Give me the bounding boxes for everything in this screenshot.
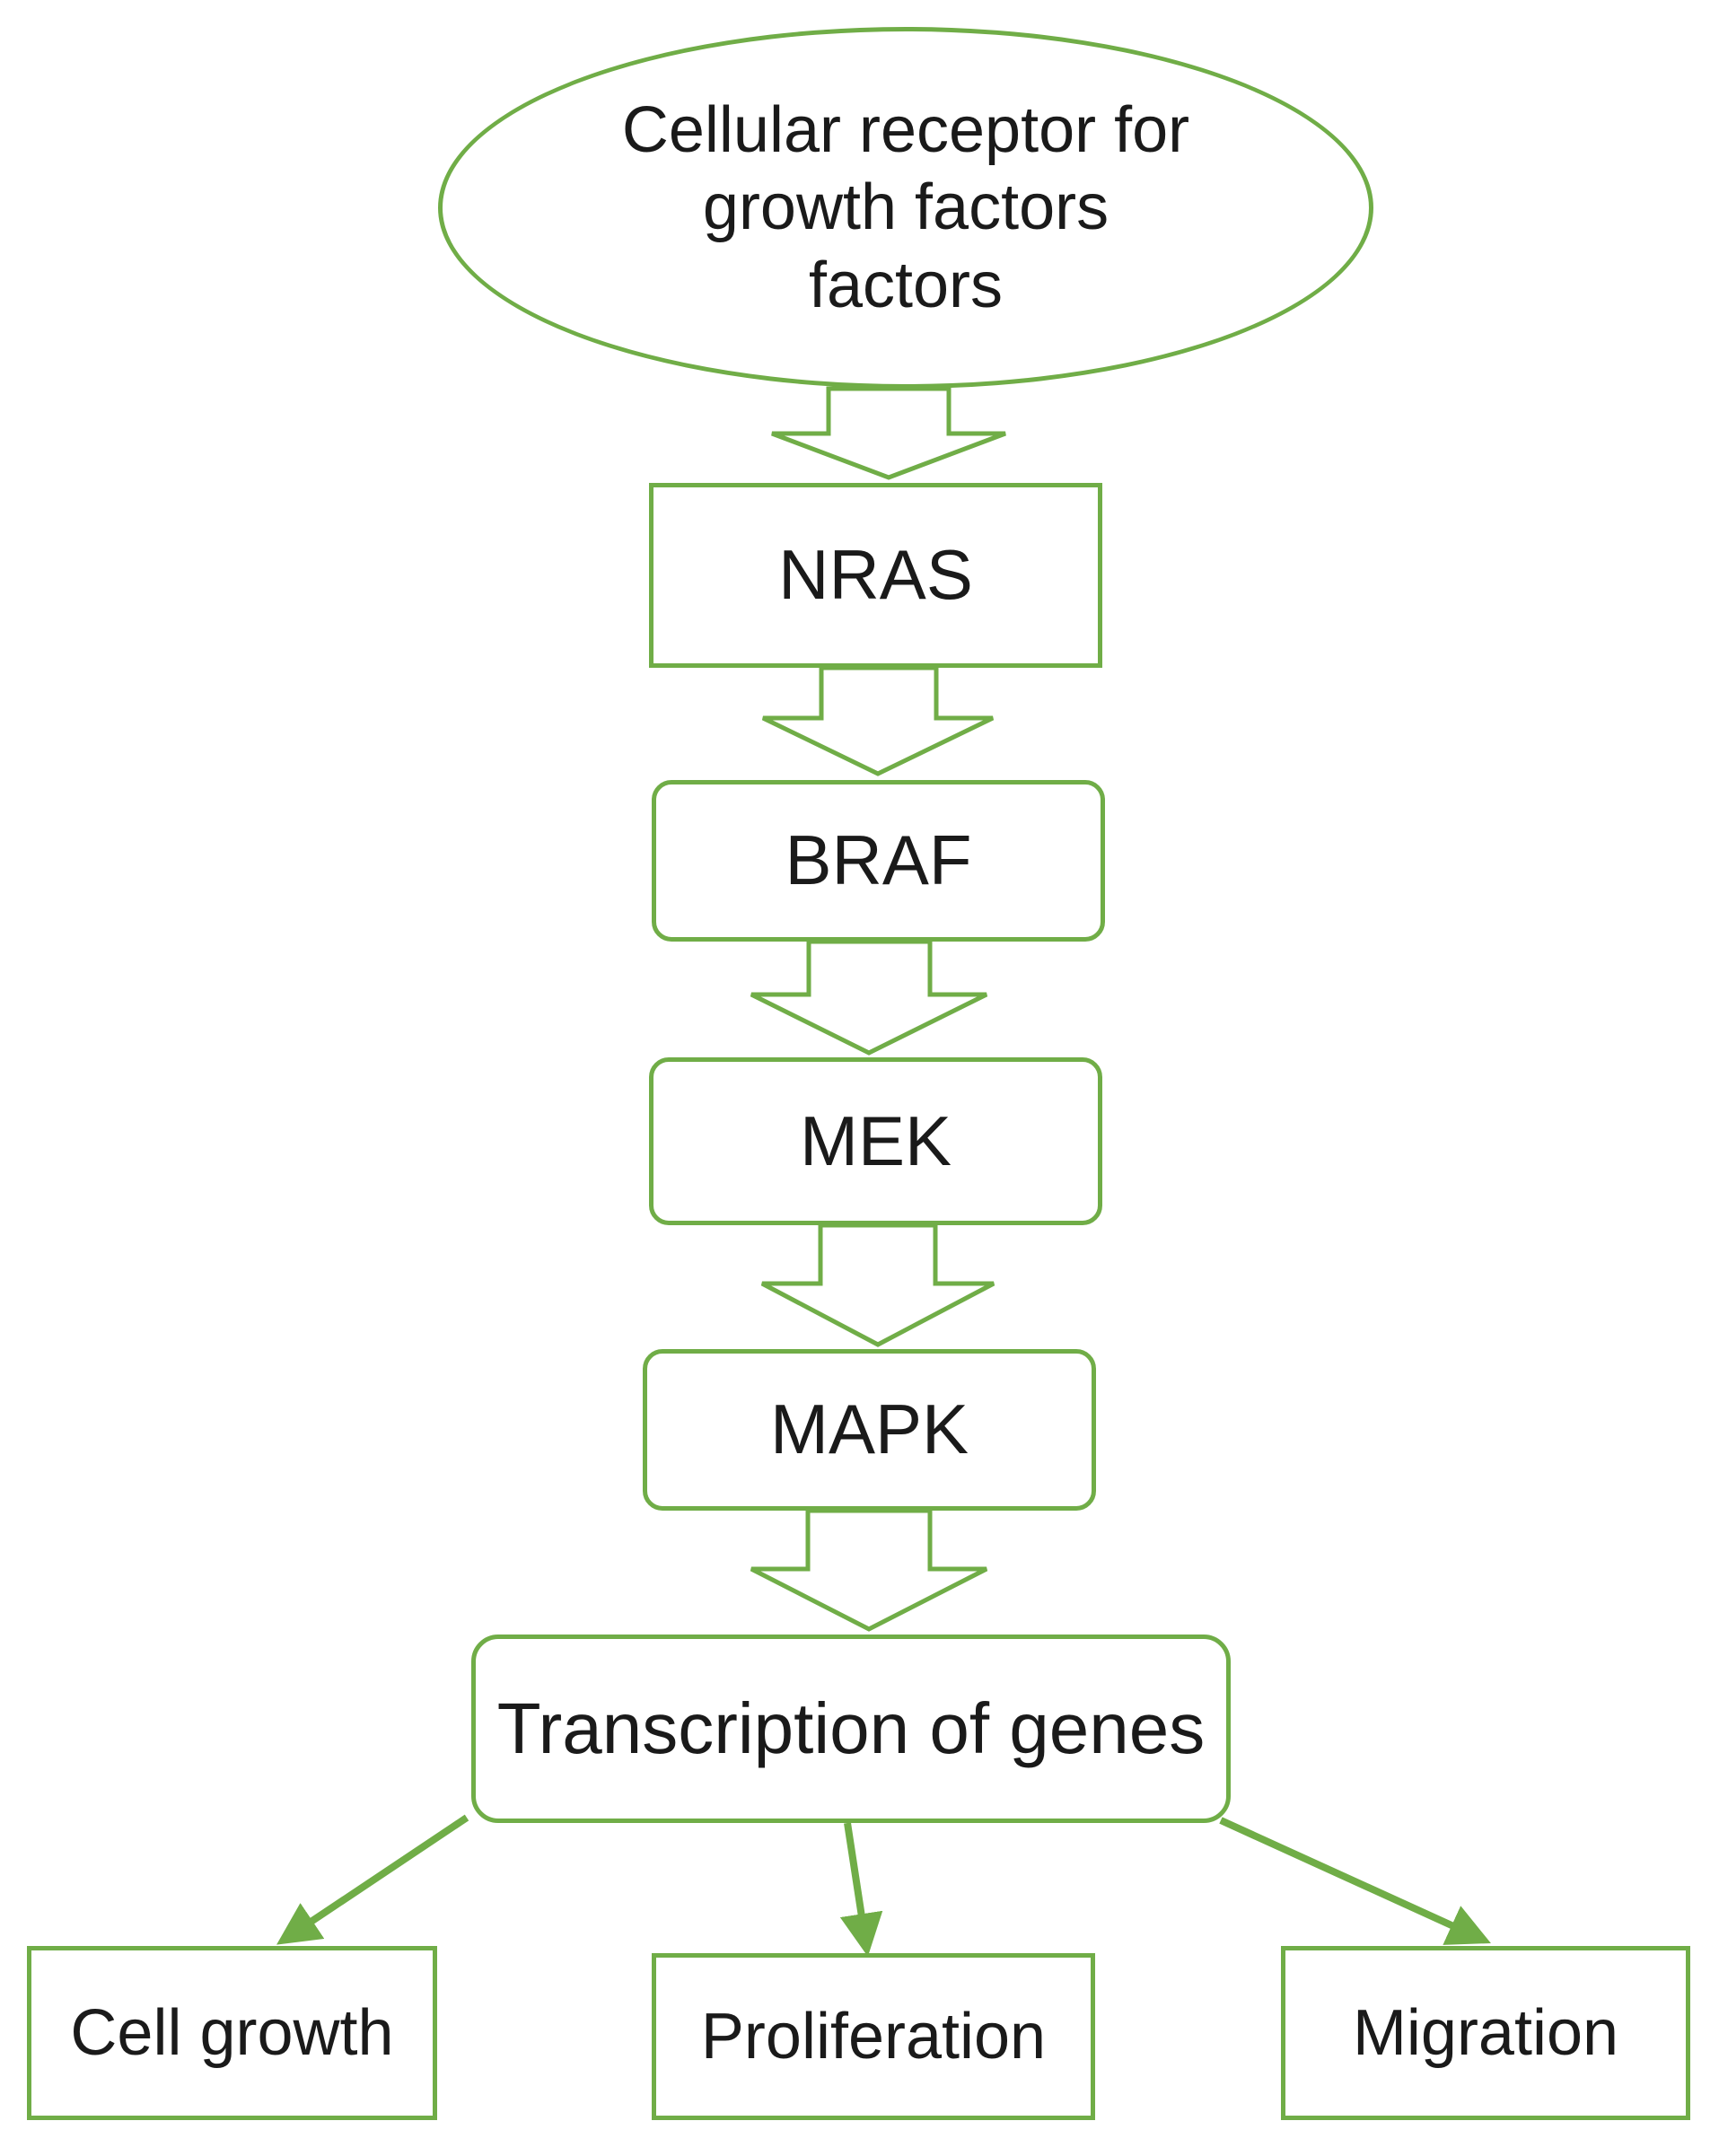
- node-proliferation: Proliferation: [652, 1953, 1095, 2120]
- block-arrow-mapk-to-transcription: [750, 1508, 988, 1632]
- node-mapk-label: MAPK: [769, 1389, 969, 1469]
- node-transcription-label: Transcription of genes: [496, 1688, 1206, 1768]
- line-arrow-to-proliferation: [839, 1822, 883, 1957]
- block-arrow-receptor-to-nras: [771, 386, 1006, 480]
- node-migration-label: Migration: [1352, 1996, 1619, 2069]
- node-braf: BRAF: [652, 780, 1105, 942]
- node-transcription-of-genes: Transcription of genes: [471, 1635, 1231, 1823]
- node-migration: Migration: [1281, 1946, 1690, 2120]
- node-cellular-receptor: Cellular receptor for growth factors fac…: [438, 27, 1373, 389]
- node-braf-label: BRAF: [785, 820, 972, 900]
- node-cell-growth: Cell growth: [27, 1946, 437, 2120]
- node-nras: NRAS: [649, 483, 1102, 668]
- block-arrow-braf-to-mek: [750, 939, 988, 1056]
- node-mek-label: MEK: [799, 1100, 952, 1180]
- line-arrow-to-migration: [1219, 1817, 1491, 1945]
- node-cellular-receptor-label: Cellular receptor for growth factors fac…: [621, 93, 1190, 321]
- node-nras-label: NRAS: [778, 535, 973, 615]
- block-arrow-nras-to-braf: [761, 665, 995, 776]
- line-arrow-to-cell-growth: [276, 1814, 469, 1945]
- node-mapk: MAPK: [643, 1349, 1096, 1511]
- node-cell-growth-label: Cell growth: [70, 1996, 394, 2069]
- block-arrow-mek-to-mapk: [760, 1223, 995, 1347]
- node-proliferation-label: Proliferation: [700, 2000, 1047, 2073]
- node-mek: MEK: [649, 1057, 1102, 1225]
